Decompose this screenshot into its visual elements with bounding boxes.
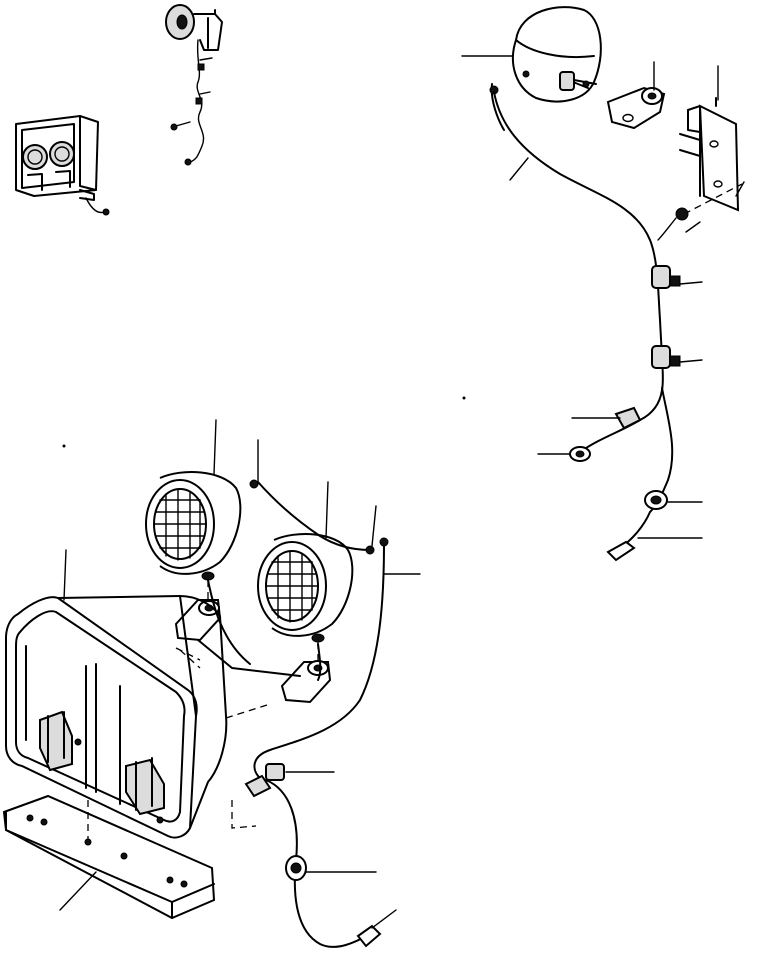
upper-wire-harness (493, 91, 743, 562)
upper-work-lamp (489, 6, 602, 131)
lower-wire-harness (207, 479, 389, 948)
lamp-mounting-bracket (606, 86, 666, 130)
small-dual-lamp-housing (15, 115, 110, 216)
stray-dot (462, 396, 466, 400)
lower-leader-lines (59, 419, 421, 929)
front-work-lamp-left (145, 471, 242, 581)
lamp-guard-frame (5, 595, 271, 839)
stray-dot (62, 444, 66, 448)
upper-leader-lines (461, 55, 745, 539)
mounting-plate (679, 97, 740, 212)
guard-base-plate (2, 794, 257, 920)
small-horn-assembly (165, 4, 223, 166)
front-work-lamp-right (257, 533, 354, 643)
